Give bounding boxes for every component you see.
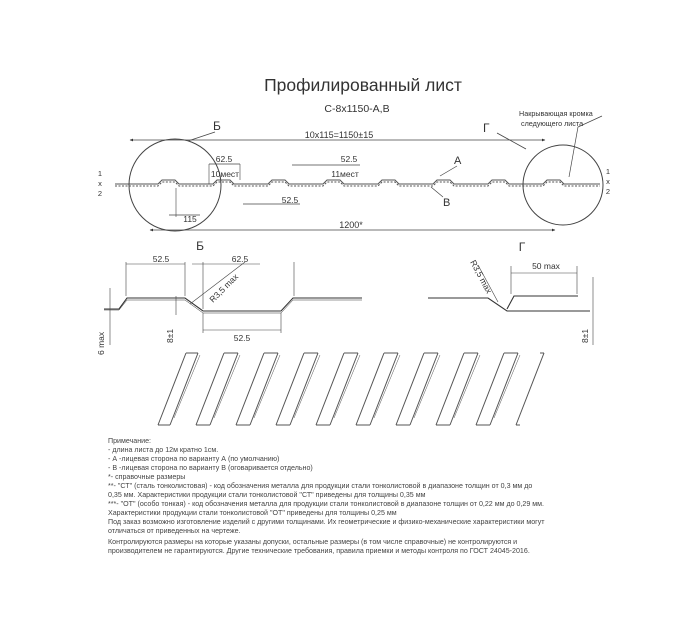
side-label-left-x: x (98, 179, 102, 188)
side-label-right-2: 2 (606, 187, 610, 196)
side-label-right-1: 1 (606, 167, 610, 176)
dim-b-r35: R3,5 max (207, 271, 240, 304)
profile-line (115, 179, 600, 185)
note-line: Характеристики продукции стали тонколист… (108, 508, 397, 517)
dim-10mest: 10мест (211, 169, 239, 179)
dim-b-62-5: 62.5 (232, 254, 249, 264)
detail-b-profile (104, 297, 362, 314)
full-profile-section (115, 179, 600, 187)
dim-overall-pitch: 10х115=1150±15 (305, 130, 373, 140)
dim-g-8pm1: 8±1 (580, 329, 590, 343)
side-label-right-x: x (606, 177, 610, 186)
profile-line-inner (115, 181, 600, 187)
detail-g-profile (428, 295, 590, 312)
note-line: ***- "ОТ" (особо тонкая) - код обозначен… (108, 499, 545, 508)
side-label-left-1: 1 (98, 169, 102, 178)
label-b-detail: Б (196, 239, 204, 253)
note-line: - длина листа до 12м кратно 1см. (108, 445, 219, 454)
dim-b-8pm1: 8±1 (165, 329, 175, 343)
dim-62-5-left: 62.5 (216, 154, 233, 164)
notes-heading: Примечание: (108, 437, 152, 445)
dim-115: 115 (183, 214, 197, 224)
note-line: **- "СТ" (сталь тонколистовая) - код обо… (108, 481, 533, 490)
isometric-sheet-view (157, 352, 545, 426)
detail-b-dims (109, 261, 295, 345)
label-g-detail: Г (519, 240, 526, 254)
note-line: 0,35 мм. Характеристики продукции стали … (108, 490, 426, 499)
note-line: - В -лицевая сторона по варианту В (огов… (108, 463, 313, 472)
notes-block: Примечание: - длина листа до 12м кратно … (108, 437, 608, 556)
dim-52-5-bottom: 52.5 (282, 195, 299, 205)
callout-line-2: следующего листа (521, 119, 583, 128)
drawing-subtitle: С-8х1150-А,В (324, 103, 389, 115)
note-line: Под заказ возможно изготовление изделий … (108, 517, 545, 526)
label-a: А (454, 155, 462, 167)
dim-g-r35: R3,5 max (468, 258, 494, 295)
drawing-title: Профилированный лист (264, 75, 462, 95)
label-g-top: Г (483, 121, 490, 135)
label-b-top: Б (213, 119, 221, 133)
dim-1200: 1200* (339, 220, 363, 230)
detail-circle-b (128, 138, 222, 232)
detail-g-dims (477, 264, 594, 345)
callout-line-1: Накрывающая кромка (519, 109, 593, 118)
detail-circle-g (522, 144, 604, 226)
note-line: - А -лицевая сторона по варианту А (по у… (108, 454, 280, 463)
dim-g-50max: 50 max (532, 261, 561, 271)
side-label-left-2: 2 (98, 189, 102, 198)
leader-g (496, 132, 527, 150)
dim-b-6max: 6 max (96, 331, 106, 355)
label-v: В (443, 197, 450, 209)
note-line: производителем не гарантируются. Другие … (108, 547, 530, 556)
callout-leader (568, 115, 603, 178)
dim-b-52-5-bottom: 52.5 (234, 333, 251, 343)
note-line: Контролируются размеры на которые указан… (108, 538, 518, 547)
dim-52-5-right: 52.5 (341, 154, 358, 164)
note-line: *- справочные размеры (108, 472, 186, 481)
dim-11mest: 11мест (331, 169, 359, 179)
note-line: отличаться от приведенных на чертеже. (108, 526, 241, 535)
dim-b-52-5: 52.5 (153, 254, 170, 264)
